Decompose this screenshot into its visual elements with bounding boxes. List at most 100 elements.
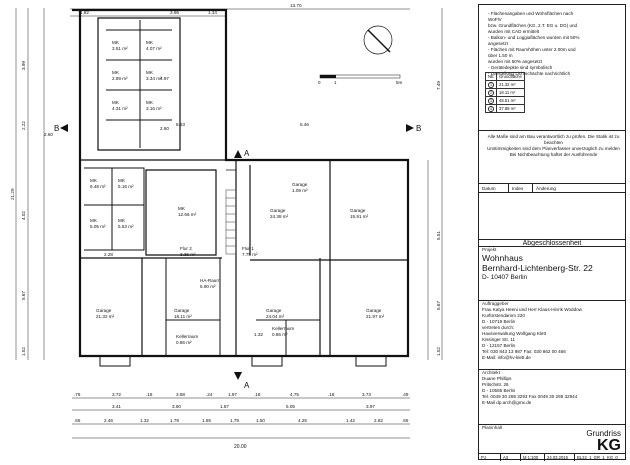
rev-header-index: Index <box>509 184 533 192</box>
dimension-label: 1.50 <box>256 418 265 423</box>
room-name-mk1: MK <box>112 40 120 45</box>
note-line: - Darstellung Lichtschächte nachrichtlic… <box>488 71 571 76</box>
room-area-mk11: 12.66 m² <box>178 212 197 217</box>
room-area-gar3: 24.38 m² <box>270 214 289 219</box>
client-line: Frau Katya Heeni und Herr Klaus-Hinrik W… <box>482 307 582 312</box>
room-area-mk2: 4.07 m² <box>146 46 162 51</box>
architect-line: Duane Phillips <box>482 376 512 381</box>
dimension-label: 3.73 <box>362 392 371 397</box>
client-line: Hausverwaltung Wolfgang Klett <box>482 331 547 336</box>
footer-cell: M 1:100 <box>521 454 545 461</box>
dimension-label: 2.28 <box>104 252 113 257</box>
plan-content-section: Planinhalt Grundriss KG <box>479 424 625 461</box>
nf-header-ne: NE <box>485 72 497 81</box>
room-area-kr2: 0.86 m² <box>272 332 288 337</box>
room-name-gar7: Garage <box>292 182 308 187</box>
note-line: wurden mit 50% angesetzt <box>488 59 543 64</box>
note-line: - Balkon- und Loggiaflächen wurden mit 5… <box>488 35 580 46</box>
client-line: vertreten durch: <box>482 325 515 330</box>
total-width-dimension: 20.00 <box>234 444 247 450</box>
project-line: Bernhard-Lichtenberg-Str. 22 <box>482 263 593 273</box>
room-name-mk7: MK <box>90 178 98 183</box>
disclaimer-line: Unstimmigkeiten sind dem Planverfasser u… <box>487 146 620 151</box>
revision-table: Datum Index Änderung <box>479 183 625 261</box>
dimension-label: 1.79 <box>230 418 239 423</box>
dimension-label: 4.25 <box>298 418 307 423</box>
dimension-label: .65 <box>402 418 409 423</box>
room-name-mk6: MK <box>146 100 154 105</box>
unit-area-value: 18.11 m² <box>496 88 525 97</box>
room-area-mk4: 3.34 m² <box>146 76 162 81</box>
room-name-ha: HA-Raum <box>200 278 220 283</box>
dimension-label: 1.32 <box>140 418 149 423</box>
rev-header-date: Datum <box>479 184 509 192</box>
room-name-mk3: MK <box>112 70 120 75</box>
dimension-label: 3.97 <box>366 404 375 409</box>
unit-area-value: 37.88 m² <box>496 104 525 113</box>
north-arrow-icon <box>363 25 393 55</box>
room-area-gar2: 18.11 m² <box>174 314 192 319</box>
room-name-gar4: Garage <box>350 208 366 213</box>
project-line: D- 10407 Berlin <box>482 274 528 281</box>
client-label: Auftraggeber <box>482 301 509 306</box>
scale-label-5m: 5m <box>396 80 403 85</box>
footer-cell: 24.03.2015 <box>545 454 575 461</box>
plan-notes: - Flächenangaben und Wohnflächen nach Wo… <box>485 11 585 77</box>
dimension-label: 5.46 <box>300 122 309 127</box>
project-label: Projekt <box>482 247 497 252</box>
dimension-label: 21.29 <box>10 188 15 200</box>
room-area-gar1: 21.32 m² <box>96 314 115 319</box>
project-line: Wohnhaus <box>482 253 523 263</box>
dimension-label: 4.75 <box>290 392 299 397</box>
dimension-label: 1.79 <box>170 418 179 423</box>
light-shafts <box>99 355 387 367</box>
dimension-label: .76 <box>74 392 81 397</box>
nf-header-area: Grundfläche <box>496 72 525 81</box>
room-area-gar7: 1.09 m² <box>292 188 308 193</box>
dimension-label: .65 <box>74 418 81 423</box>
dimension-label: 1.34 <box>208 10 217 15</box>
room-area-mk3: 2.89 m² <box>112 76 128 81</box>
architect-label: Architekt <box>482 370 500 375</box>
plan-title: Grundriss <box>586 429 621 438</box>
unit-area-value: 21.32 m² <box>496 80 525 89</box>
dimension-label: 5.51 <box>436 231 441 240</box>
room-name-kr2: Kellerraum <box>272 326 294 331</box>
dimension-label: 2.60 <box>44 132 53 137</box>
room-name-mk10: MK <box>118 218 126 223</box>
room-name-mk9: MK <box>90 218 98 223</box>
unit-number-badge: 4 <box>488 106 494 112</box>
dimension-label: 1.65 <box>202 418 211 423</box>
dimension-label: 5.67 <box>21 291 26 300</box>
dimension-label: 3.99 <box>21 61 26 70</box>
disclaimer-line: Bei Nichtbeachtung haftet der Ausführend… <box>509 152 598 157</box>
room-area-mk6: 3.16 m² <box>146 106 162 111</box>
room-area-mk1: 3.51 m² <box>112 46 128 51</box>
room-area-gar4: 15.91 m² <box>350 214 369 219</box>
architect-line: Pritschstr. 26 <box>482 382 509 387</box>
dimension-label: 3.41 <box>112 404 121 409</box>
room-name-mk4: MK <box>146 70 154 75</box>
section-mark-a-bottom: A <box>244 381 250 390</box>
dimension-label: 3.96 <box>170 10 179 15</box>
scale-label-1: 1 <box>334 80 337 85</box>
footer-cell: PJ <box>479 454 501 461</box>
disclaimer-line: Alle Maße sind am Bau verantwortlich zu … <box>487 134 620 145</box>
room-name-gar5: Garage <box>266 308 282 313</box>
room-area-flur1: 7.75 m² <box>242 252 258 257</box>
footer-row: PJ A3 M 1:100 24.03.2015 BL22_1_GR_1_KG_… <box>479 453 625 461</box>
dimension-label: 5.05 <box>286 404 295 409</box>
walls <box>72 8 410 358</box>
room-name-mk2: MK <box>146 40 154 45</box>
dimension-label: 2.22 <box>21 121 26 130</box>
dimension-label: .24 <box>206 392 213 397</box>
section-mark-b-left: B <box>54 124 59 133</box>
client-line: Kissinger Str. 11 <box>482 337 516 342</box>
note-line: - Gerätedepkte sind symbolisch <box>488 65 553 70</box>
dimension-label: 3.60 <box>172 404 181 409</box>
dimension-label: 13.70 <box>290 3 302 8</box>
